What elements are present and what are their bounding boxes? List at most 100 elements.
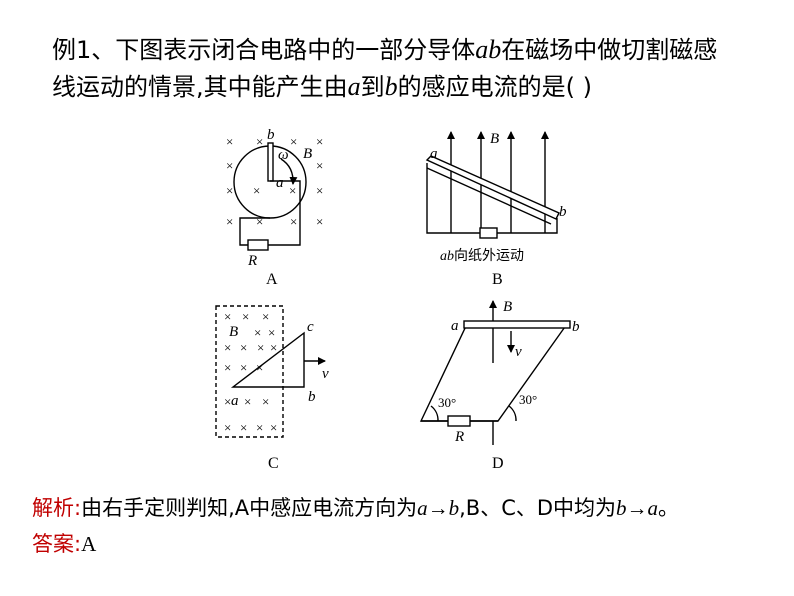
point-b-label: b xyxy=(384,72,398,101)
figure-d-label-a: a xyxy=(451,318,459,334)
figure-c-label-v: v xyxy=(322,366,329,382)
svg-text:×: × xyxy=(257,340,264,355)
figure-c-label-B: B xyxy=(229,324,238,340)
figure-c-label-b: b xyxy=(308,389,316,405)
svg-text:×: × xyxy=(316,158,323,173)
question-line-2: 线运动的情景,其中能产生由a到b的感应电流的是( ) xyxy=(52,72,592,102)
figure-b-label-a: a xyxy=(430,146,438,162)
svg-text:×: × xyxy=(262,394,269,409)
figure-b-circuit-right xyxy=(497,218,558,234)
analysis-line: 解析:由右手定则判知,A中感应电流方向为a→b,B、C、D中均为b→a。 xyxy=(32,494,679,522)
figure-c-triangle-conductor xyxy=(230,331,305,388)
figure-d-label-B: B xyxy=(503,299,512,315)
figure-a-label-R: R xyxy=(247,253,257,269)
svg-text:×: × xyxy=(256,134,263,149)
svg-text:×: × xyxy=(270,420,277,435)
svg-text:×: × xyxy=(240,360,247,375)
figure-c-field-region xyxy=(215,305,284,438)
figure-d-caption: D xyxy=(492,455,504,472)
analysis-text-1: 由右手定则判知,A中感应电流方向为 xyxy=(81,496,418,520)
analysis-direction-1: a→b xyxy=(417,496,460,520)
svg-text:×: × xyxy=(226,214,233,229)
figure-b-note-ab: ab xyxy=(440,249,454,264)
svg-text:×: × xyxy=(316,183,323,198)
svg-text:×: × xyxy=(256,420,263,435)
svg-text:×: × xyxy=(262,309,269,324)
answer-label: 答案: xyxy=(32,532,82,556)
svg-text:×: × xyxy=(242,309,249,324)
figure-d-angle-left-label: 30° xyxy=(438,395,456,410)
figure-a-wire-left xyxy=(239,217,270,246)
figure-c-caption: C xyxy=(268,455,279,472)
figure-d-label-b: b xyxy=(572,319,580,335)
question-text-1b: 在磁场中做切割磁感 xyxy=(501,36,718,64)
point-a-label: a xyxy=(347,72,361,101)
figure-a-wire-right xyxy=(268,180,301,246)
figure-a: × × × × × × × × × × × × × × b ω B a R A xyxy=(226,127,323,288)
figure-a-field-crosses: × × × × × × × × × × × × × × xyxy=(226,134,323,229)
figure-b-conductor-ab xyxy=(425,155,560,220)
figure-b-note: ab向纸外运动 xyxy=(440,248,524,264)
svg-text:×: × xyxy=(289,183,296,198)
figure-d: a B b v R 30° 30° D xyxy=(419,299,580,472)
svg-text:×: × xyxy=(224,394,231,409)
svg-text:×: × xyxy=(226,134,233,149)
figure-b-label-b: b xyxy=(559,204,567,220)
figure-a-label-a: a xyxy=(276,175,284,191)
svg-text:×: × xyxy=(270,340,277,355)
svg-text:×: × xyxy=(226,158,233,173)
figure-a-caption: A xyxy=(266,271,278,288)
analysis-direction-2: b→a xyxy=(616,496,659,520)
svg-text:×: × xyxy=(268,325,275,340)
analysis-text-2: ,B、C、D中均为 xyxy=(459,496,617,520)
figure-b: a B b ab向纸外运动 B xyxy=(425,131,567,288)
svg-text:×: × xyxy=(224,360,231,375)
analysis-label: 解析: xyxy=(32,496,82,520)
question-text-2a: 线运动的情景,其中能产生由 xyxy=(52,73,348,101)
question-text-2c: 的感应电流的是( ) xyxy=(397,73,592,101)
svg-text:×: × xyxy=(244,394,251,409)
figure-d-label-R: R xyxy=(454,429,464,445)
svg-text:×: × xyxy=(253,183,260,198)
figure-b-caption: B xyxy=(492,271,503,288)
figure-c-label-c: c xyxy=(307,319,314,335)
svg-text:×: × xyxy=(240,340,247,355)
figure-c-label-a: a xyxy=(231,393,239,409)
figure-d-angle-right xyxy=(508,405,517,422)
svg-text:×: × xyxy=(240,420,247,435)
svg-text:×: × xyxy=(316,134,323,149)
figure-d-angle-right-label: 30° xyxy=(519,392,537,407)
svg-text:×: × xyxy=(226,183,233,198)
svg-text:×: × xyxy=(290,214,297,229)
svg-text:×: × xyxy=(224,420,231,435)
svg-text:×: × xyxy=(290,134,297,149)
figure-d-conductor-ab xyxy=(463,320,571,329)
question-line-1: 例1、下图表示闭合电路中的一部分导体ab在磁场中做切割磁感 xyxy=(52,35,717,65)
figure-b-circuit xyxy=(426,163,480,234)
answer-value: A xyxy=(81,532,97,556)
svg-text:×: × xyxy=(224,309,231,324)
svg-text:×: × xyxy=(254,325,261,340)
figure-a-label-b: b xyxy=(267,127,275,143)
figure-a-resistor xyxy=(247,239,269,251)
svg-text:×: × xyxy=(256,214,263,229)
figure-a-label-B: B xyxy=(303,146,312,162)
conductor-label-ab: ab xyxy=(475,35,502,64)
figure-a-label-omega: ω xyxy=(278,147,289,163)
svg-text:×: × xyxy=(316,214,323,229)
question-text-2b: 到 xyxy=(360,73,385,101)
question-text-1a: 例1、下图表示闭合电路中的一部分导体 xyxy=(52,36,476,64)
figure-b-field-lines xyxy=(447,131,549,233)
figure-c: ××× ×× ×××× ××× ××× ×××× B c v a b C xyxy=(215,305,329,472)
figure-b-resistor xyxy=(479,227,498,239)
svg-text:×: × xyxy=(224,340,231,355)
figure-b-label-B: B xyxy=(490,131,499,147)
figure-d-resistor xyxy=(447,415,471,427)
figure-b-note-text: 向纸外运动 xyxy=(454,248,524,264)
analysis-text-3: 。 xyxy=(658,496,680,520)
figure-d-label-v: v xyxy=(515,344,522,360)
figure-a-conductor-ab xyxy=(267,142,274,182)
answer-line: 答案:A xyxy=(32,530,96,558)
figure-b-rail xyxy=(426,167,552,225)
